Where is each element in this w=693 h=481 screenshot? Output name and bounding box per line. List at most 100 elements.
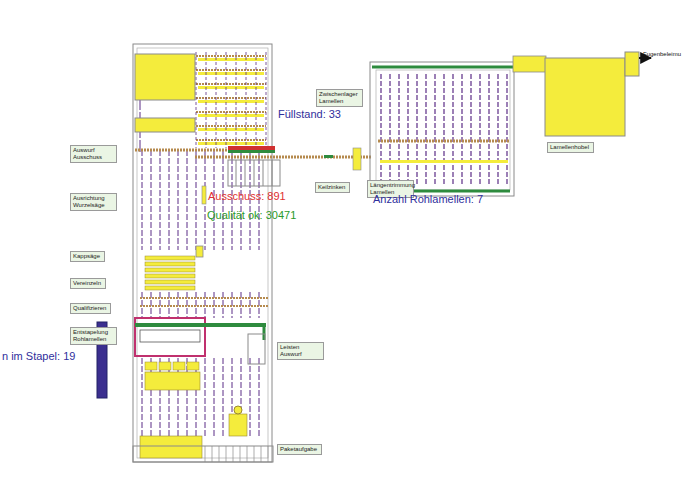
- conveyor-chain: [223, 358, 224, 436]
- station-name: Qualifizieren: [73, 305, 108, 312]
- saw-unit: [202, 186, 206, 204]
- station-name: Entstapelung Rohlamellen: [73, 329, 114, 343]
- conveyor-chain: [142, 358, 143, 436]
- finger-joint-machine: [272, 160, 273, 186]
- lamella: [380, 160, 508, 163]
- station-name: Ausrichtung Wurzelsäge: [73, 195, 114, 209]
- conveyor-chain: [196, 52, 197, 148]
- lamella-row: [196, 55, 266, 57]
- station-label: Ausrichtung Wurzelsäge: [70, 193, 117, 211]
- saw-unit: [196, 246, 203, 257]
- station-label: Keilzinken: [315, 182, 350, 193]
- station-name: Vereinzeln: [73, 280, 103, 287]
- lift-chain: [434, 74, 435, 186]
- lamella-stack: [145, 286, 195, 290]
- conveyor-chain: [169, 150, 170, 250]
- conveyor-chain: [205, 358, 206, 436]
- lift-chain: [389, 74, 390, 186]
- station-name: Zwischenlager Lamellen: [319, 91, 360, 105]
- station-label: Auswurf Ausschuss: [70, 145, 117, 163]
- conveyor-chain: [256, 52, 257, 148]
- roller: [247, 446, 248, 462]
- lamella-row: [196, 111, 266, 113]
- lamella: [198, 58, 264, 61]
- lift-chain: [407, 74, 408, 186]
- reject-count: Ausschuss: 891: [208, 190, 286, 202]
- stack-count: n im Stapel: 19: [2, 350, 75, 362]
- roller: [219, 446, 220, 462]
- conveyor-chain: [142, 150, 143, 250]
- finger-joint-machine: [236, 160, 237, 186]
- station-label: Zwischenlager Lamellen: [316, 89, 363, 107]
- lamella-row: [378, 140, 510, 143]
- raw-lamella-pack: [140, 436, 202, 458]
- station-name: Kappsäge: [73, 253, 102, 260]
- lift-chain: [452, 74, 453, 186]
- lamella-stack: [145, 268, 195, 272]
- station-label: Kappsäge: [70, 251, 105, 262]
- roller: [226, 446, 227, 462]
- station-label: Lamellenhobel: [547, 142, 594, 153]
- raw-lamella-pack: [145, 362, 157, 370]
- finger-joint-machine: [245, 160, 246, 186]
- lamella-row: [196, 69, 266, 71]
- roller: [268, 446, 269, 462]
- station-name: Lamellenhobel: [550, 144, 591, 151]
- finger-joint-machine: [263, 160, 264, 186]
- lamella-stack: [145, 280, 195, 284]
- finger-joint-machine: [228, 160, 280, 186]
- conveyor-chain: [216, 52, 217, 148]
- roller: [240, 446, 241, 462]
- station-name: Keilzinken: [318, 184, 347, 191]
- lamella-stack: [145, 262, 195, 266]
- lift-chain: [380, 74, 381, 186]
- conveyor-chain: [160, 150, 161, 250]
- conveyor-chain: [206, 52, 207, 148]
- trim-saw: [353, 148, 361, 170]
- roller: [233, 446, 234, 462]
- separation-row: [140, 305, 268, 307]
- strip-bin: [248, 334, 265, 364]
- station-label: Paketaufgabe: [277, 444, 322, 455]
- raw-lamella-pack: [145, 372, 200, 390]
- lift-chain: [506, 74, 507, 186]
- conveyor-chain: [178, 150, 179, 250]
- lift-chain: [443, 74, 444, 186]
- separation-row: [140, 297, 268, 299]
- station-name: Paketaufgabe: [280, 446, 319, 453]
- outfeed-arrow: [639, 57, 651, 59]
- outfeed-conveyor: [372, 66, 514, 69]
- plant-frame-inner: [137, 48, 268, 458]
- outfeed-target: Fugenbeleimu: [643, 51, 681, 58]
- buffer-block: [135, 118, 195, 132]
- buffer-block: [135, 54, 195, 100]
- strip-conveyor: [135, 323, 266, 327]
- raw-lamella-pack: [173, 362, 185, 370]
- conveyor-chain: [246, 52, 247, 148]
- roller: [212, 446, 213, 462]
- reject-gate: [228, 146, 275, 150]
- roller: [254, 446, 255, 462]
- raw-lamella-count: Anzahl Rohlamellen: 7: [373, 193, 483, 205]
- lift-chain: [416, 74, 417, 186]
- conveyor-chain: [214, 358, 215, 436]
- lamella-stack: [145, 256, 195, 260]
- sensor: [324, 155, 333, 158]
- station-name: Leisten Auswurf: [280, 344, 321, 358]
- lift-chain: [461, 74, 462, 186]
- conveyor-chain: [196, 150, 197, 250]
- lamella-row: [196, 139, 266, 141]
- station-label: Entstapelung Rohlamellen: [70, 327, 117, 345]
- raw-lamella-pack: [159, 362, 171, 370]
- lift-chain: [479, 74, 480, 186]
- conveyor-chain: [266, 52, 267, 148]
- lamella: [198, 72, 264, 75]
- conveyor-chain: [259, 358, 260, 436]
- lamella-row: [196, 83, 266, 85]
- reject-gate: [228, 150, 275, 153]
- conveyor-chain: [250, 358, 251, 436]
- planer-outfeed: [625, 52, 639, 76]
- raw-lamella-pack: [187, 362, 199, 370]
- lamella: [198, 114, 264, 117]
